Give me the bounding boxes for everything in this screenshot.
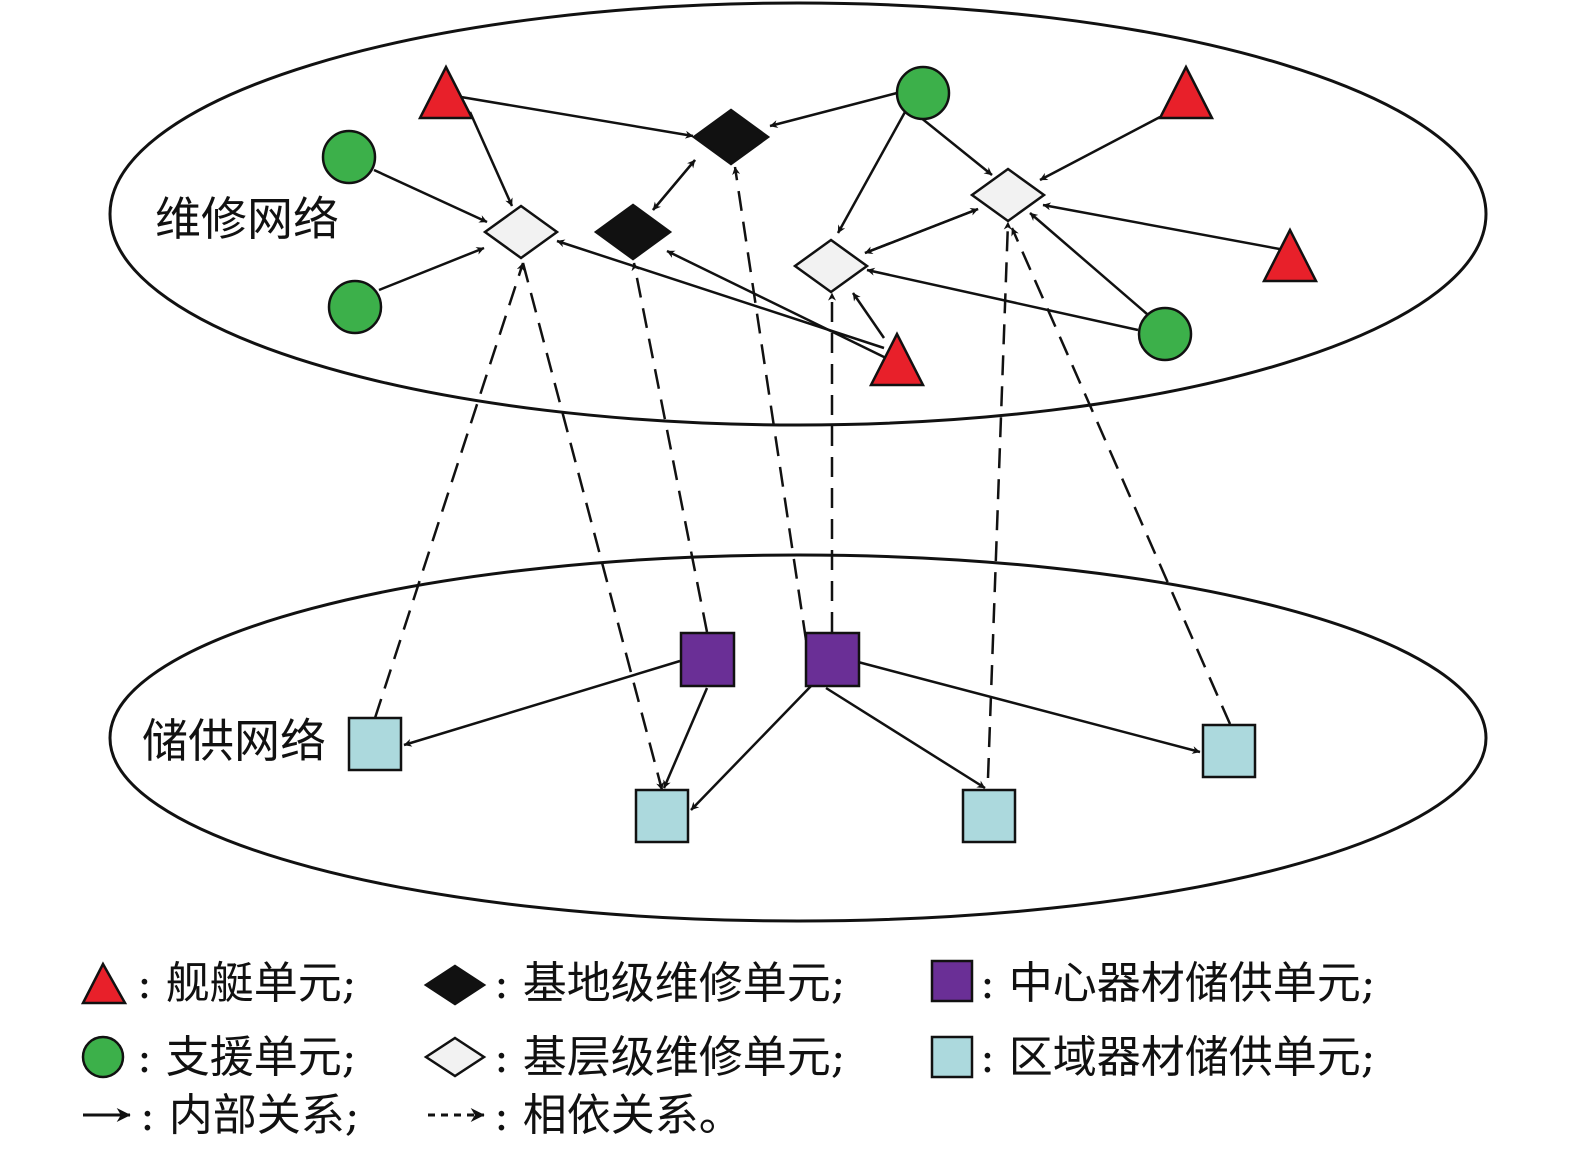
ship-units — [417, 64, 1319, 387]
support-unit — [895, 65, 951, 121]
central-store-unit — [679, 631, 736, 688]
base-repair-unit — [691, 108, 771, 166]
legend-base-repair-label: : 基地级维修单元; — [494, 958, 846, 1009]
regional-store-unit — [634, 788, 690, 844]
support-unit — [1137, 306, 1193, 362]
dashed-edge — [373, 262, 525, 719]
solid-edge — [851, 292, 886, 339]
legend-ship-icon — [80, 961, 128, 1005]
legend-ship-label: : 舰艇单元; — [137, 958, 357, 1009]
regional-store-units — [347, 716, 1257, 844]
regional-store-unit — [961, 788, 1017, 844]
legend-central-store-label: : 中心器材储供单元; — [980, 958, 1376, 1009]
solid-edge — [373, 168, 488, 224]
base-repair-units — [593, 108, 771, 261]
maintenance-network-label: 维修网络 — [155, 192, 339, 246]
legend-regional-store-label: : 区域器材储供单元; — [980, 1032, 1376, 1083]
supply-network-label: 储供网络 — [142, 714, 326, 768]
grassroots-repair-unit — [482, 204, 560, 260]
solid-edge — [690, 684, 813, 811]
legend-grassroots-repair-label: : 基层级维修单元; — [494, 1032, 846, 1083]
solid-edge — [1029, 212, 1148, 315]
solid-edge — [652, 159, 696, 211]
legend-central-store-icon — [930, 959, 974, 1003]
grassroots-repair-unit — [792, 238, 870, 294]
regional-store-unit — [1201, 723, 1257, 779]
supply-internal-edges — [403, 659, 1201, 811]
supply-network-ellipse — [108, 553, 1488, 923]
solid-edge — [460, 95, 694, 139]
support-units — [321, 65, 1193, 362]
solid-edge — [403, 659, 681, 747]
central-store-unit — [804, 631, 861, 688]
support-unit — [321, 129, 377, 185]
solid-edge — [662, 687, 709, 789]
grassroots-repair-unit — [969, 167, 1047, 223]
ship-unit — [1157, 64, 1215, 120]
solid-edge — [1039, 115, 1161, 182]
legend-support-icon — [81, 1035, 125, 1079]
ship-unit — [868, 331, 926, 387]
solid-edge — [857, 660, 1201, 754]
central-store-units — [679, 631, 861, 688]
solid-edge — [666, 249, 887, 360]
legend-base-repair-icon — [423, 964, 487, 1006]
solid-edge — [1042, 202, 1286, 252]
maintenance-internal-edges — [373, 91, 1286, 360]
legend-grassroots-repair-icon — [423, 1036, 487, 1078]
grassroots-repair-units — [482, 167, 1047, 294]
solid-edge — [468, 111, 514, 207]
legend-support-label: : 支援单元; — [137, 1032, 357, 1083]
dashed-edge — [631, 262, 709, 633]
solid-edge — [866, 267, 1139, 332]
solid-edge — [836, 111, 907, 234]
legend-regional-store-icon — [930, 1035, 974, 1079]
solid-edge — [378, 246, 485, 292]
regional-store-unit — [347, 716, 403, 772]
dashed-edge — [521, 262, 664, 791]
ship-unit — [1261, 227, 1319, 283]
dashed-edge — [1010, 227, 1232, 725]
solid-edge — [864, 207, 979, 255]
solid-edge — [825, 686, 986, 790]
dashed-edge — [732, 166, 808, 641]
solid-edge — [919, 116, 993, 176]
ship-unit — [417, 64, 475, 120]
base-repair-unit — [593, 203, 673, 261]
legend: : 舰艇单元; : 基地级维修单元; : 中心器材储供单元; : 支援单元; :… — [80, 958, 1376, 1141]
support-unit — [327, 279, 383, 335]
legend-interdependent-label: : 相依关系。 — [494, 1090, 743, 1141]
maintenance-network-ellipse — [108, 1, 1488, 427]
solid-edge — [769, 91, 898, 128]
dashed-edge — [986, 221, 1012, 779]
legend-internal-label: : 内部关系; — [140, 1090, 360, 1141]
